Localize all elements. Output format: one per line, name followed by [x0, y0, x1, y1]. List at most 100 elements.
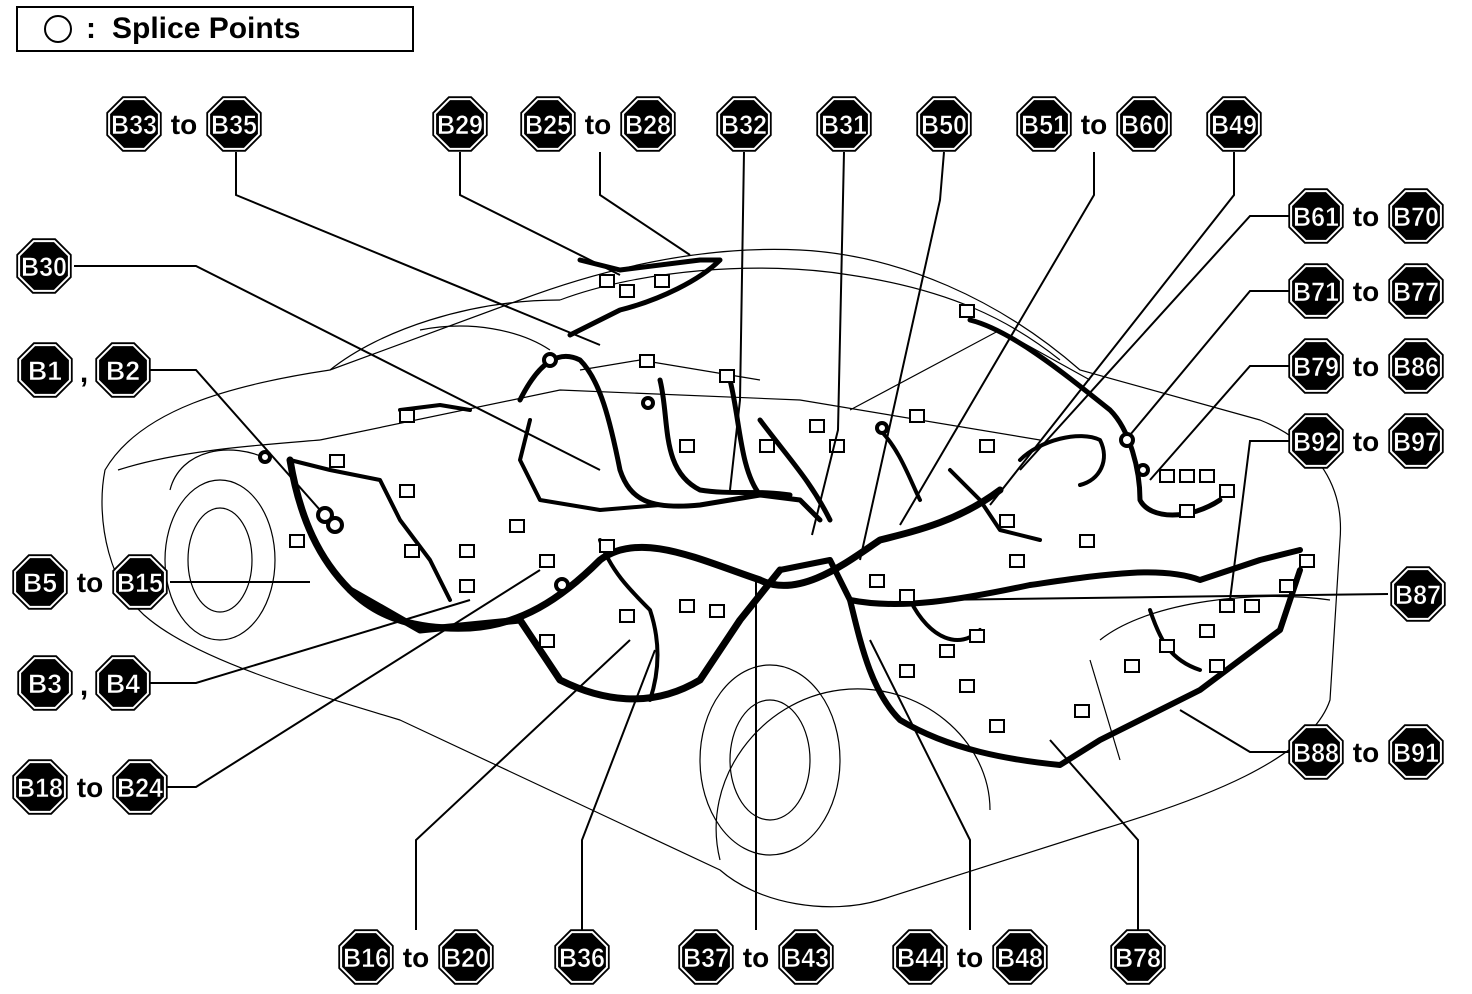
connector-tag-octagon: [1110, 929, 1166, 985]
connector-tag-text: B60: [1121, 110, 1167, 140]
label-b16-b20: B16 to B20: [338, 929, 494, 985]
connector-tag-octagon: [520, 96, 576, 152]
connector-tag-text: B97: [1393, 427, 1439, 457]
connector-tag-text: B5: [23, 568, 57, 598]
connector-tag-text: B88: [1293, 738, 1339, 768]
connector-tag-octagon: [106, 96, 162, 152]
car-body-outline: [101, 248, 1342, 908]
leader-line: [1129, 290, 1310, 436]
splice-point-circle-icon: [44, 15, 72, 43]
label-b49: B49: [1206, 96, 1262, 152]
connector-tag-text: B3: [28, 669, 62, 699]
connector-tag-text: B91: [1393, 738, 1439, 768]
connector-tag-text: B61: [1293, 202, 1339, 232]
connector-tag-octagon: [1390, 566, 1446, 622]
connector-tag-text: B32: [721, 110, 767, 140]
label-b1-b2: B1,B2: [17, 342, 151, 398]
connector-tag-text: B51: [1021, 110, 1067, 140]
range-separator-to: to: [77, 567, 103, 598]
connector-tag-octagon: [12, 759, 68, 815]
connector-tag-octagon: [1388, 724, 1444, 780]
connector-tag-octagon: [438, 929, 494, 985]
connector-tag-text: B15: [117, 568, 163, 598]
range-separator-to: to: [1353, 426, 1379, 457]
connector-tag-text: B78: [1115, 943, 1161, 973]
harness-connectors: [289, 274, 1315, 733]
connector-tag-text: B44: [897, 943, 943, 973]
connector-tag-octagon: [1388, 413, 1444, 469]
connector-tag-text: B30: [21, 252, 67, 282]
leader-line: [150, 369, 321, 511]
connector-tag-octagon: [16, 238, 72, 294]
connector-tag-text: B92: [1293, 427, 1339, 457]
range-separator-to: to: [743, 942, 769, 973]
connector-tag-text: B20: [443, 943, 489, 973]
connector-tag-text: B4: [106, 669, 140, 699]
label-b3-b4: B3, B4: [17, 655, 151, 711]
leader-line: [74, 265, 601, 471]
connector-tag-text: B1: [28, 356, 62, 386]
connector-tag-octagon: [338, 929, 394, 985]
label-b30: B30: [16, 238, 72, 294]
connector-tag-octagon: [1288, 413, 1344, 469]
splice-point-markers: [258, 352, 1150, 593]
connector-tag-text: B49: [1211, 110, 1257, 140]
range-separator-to: to: [171, 109, 197, 140]
label-b5-b15: B5 to B15: [12, 554, 168, 610]
connector-tag-octagon: [17, 342, 73, 398]
connector-tag-octagon: [12, 554, 68, 610]
connector-tag-text: B31: [821, 110, 867, 140]
range-separator-to: to: [1353, 201, 1379, 232]
label-b31: B31: [816, 96, 872, 152]
connector-tag-text: B29: [437, 110, 483, 140]
connector-tag-text: B79: [1293, 352, 1339, 382]
legend-separator: :: [86, 12, 96, 45]
connector-tag-octagon: [992, 929, 1048, 985]
connector-tag-octagon: [1288, 263, 1344, 319]
leader-line: [729, 151, 745, 491]
leader-line: [811, 151, 845, 536]
connector-tag-text: B36: [559, 943, 605, 973]
range-separator-to: to: [1353, 351, 1379, 382]
connector-tag-octagon: [916, 96, 972, 152]
range-separator-to: to: [77, 772, 103, 803]
connector-tag-text: B16: [343, 943, 389, 973]
connector-tag-octagon: [1016, 96, 1072, 152]
leader-line: [929, 593, 1389, 601]
connector-tag-text: B50: [921, 110, 967, 140]
connector-tag-text: B18: [17, 773, 63, 803]
leader-line: [581, 649, 656, 930]
connector-tag-text: B2: [106, 356, 140, 386]
label-b87: B87: [1390, 566, 1446, 622]
connector-tag-octagon: [17, 655, 73, 711]
range-separator-to: to: [403, 942, 429, 973]
connector-tag-text: B87: [1395, 580, 1441, 610]
connector-tag-octagon: [112, 554, 168, 610]
connector-tag-octagon: [678, 929, 734, 985]
wire-harness: [286, 257, 1303, 768]
connector-tag-octagon: [432, 96, 488, 152]
leader-line: [1049, 739, 1139, 930]
connector-tag-octagon: [554, 929, 610, 985]
leader-line: [899, 152, 1095, 526]
list-separator-comma: ,: [80, 669, 88, 702]
connector-tag-octagon: [112, 759, 168, 815]
label-b29: B29: [432, 96, 488, 152]
leader-line: [859, 151, 945, 561]
connector-tag-octagon: [1388, 188, 1444, 244]
connector-tag-octagon: [1206, 96, 1262, 152]
range-separator-to: to: [585, 109, 611, 140]
connector-tag-octagon: [206, 96, 262, 152]
connector-tag-octagon: [1388, 338, 1444, 394]
range-separator-to: to: [1081, 109, 1107, 140]
connector-tag-octagon: [95, 342, 151, 398]
leader-line: [415, 639, 631, 930]
label-b78: B78: [1110, 929, 1166, 985]
connector-tag-octagon: [1288, 724, 1344, 780]
